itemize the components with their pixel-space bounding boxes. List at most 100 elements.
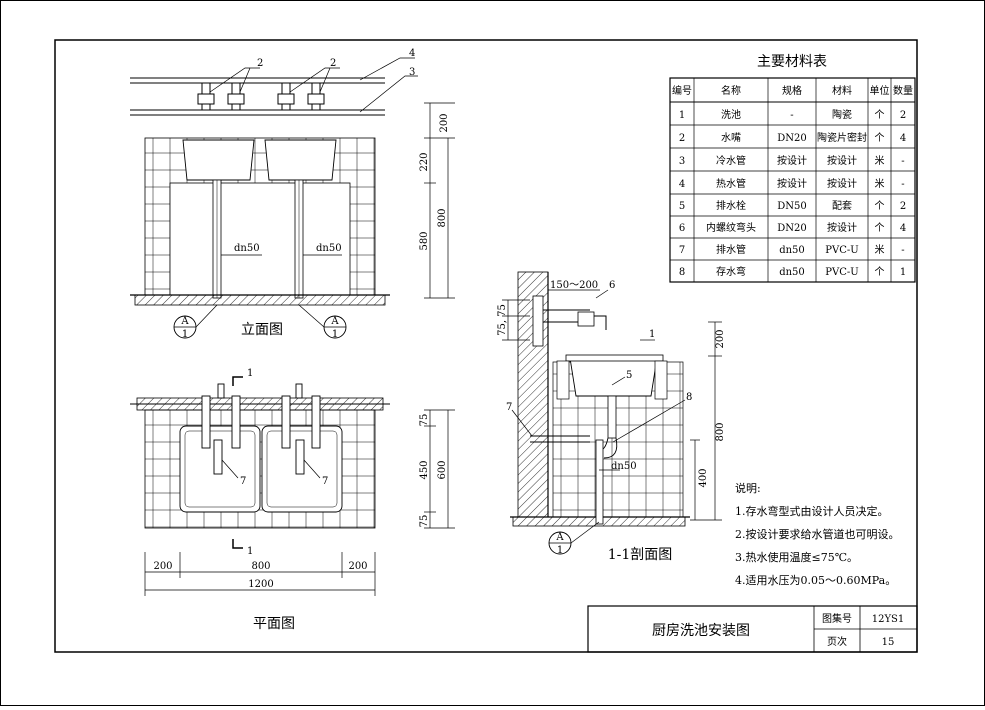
table-cell: - xyxy=(790,110,793,121)
dim-75-75: 75, 75 xyxy=(497,304,508,336)
table-cell: 3 xyxy=(679,156,685,167)
note-2: 2.按设计要求给水管道也可明设。 xyxy=(735,527,900,541)
ref-a-left: A xyxy=(180,316,189,327)
callout-2a: 2 xyxy=(257,58,263,69)
table-cell: 按设计 xyxy=(827,154,857,167)
table-cell: 陶瓷 xyxy=(832,108,852,121)
label-section: 1-1剖面图 xyxy=(608,547,673,563)
drawing-title: 厨房洗池安装图 xyxy=(652,623,750,639)
table-cell: 内螺纹弯头 xyxy=(706,221,756,234)
note-3: 3.热水使用温度≤75℃。 xyxy=(735,550,858,564)
table-cell: DN20 xyxy=(777,133,807,144)
table-cell: 8 xyxy=(679,267,685,278)
table-header-cell: 数量 xyxy=(893,84,913,97)
table-cell: 个 xyxy=(875,200,885,212)
table-cell: 按设计 xyxy=(777,177,807,190)
table-cell: 米 xyxy=(875,177,885,190)
page-value: 15 xyxy=(882,637,895,648)
table-cell: 4 xyxy=(900,133,906,144)
table-cell: 按设计 xyxy=(777,154,807,167)
table-cell: 7 xyxy=(679,245,685,256)
ref-a-section: A xyxy=(555,532,564,543)
table-cell: 个 xyxy=(875,222,885,234)
table-cell: 洗池 xyxy=(721,108,741,121)
callout-5: 5 xyxy=(626,370,632,381)
label-dn50-section: dn50 xyxy=(611,461,637,472)
table-cell: 热水管 xyxy=(716,177,746,190)
table-cell: 6 xyxy=(679,223,685,234)
dim-plan-450: 450 xyxy=(419,460,430,479)
table-cell: 冷水管 xyxy=(716,154,746,167)
table-header-cell: 单位 xyxy=(870,84,890,97)
table-cell: DN50 xyxy=(777,201,807,212)
table-cell: PVC-U xyxy=(825,245,858,256)
dim-plan-75b: 75 xyxy=(419,515,430,528)
table-cell: 水嘴 xyxy=(721,132,741,144)
table-cell: 4 xyxy=(900,223,906,234)
table-cell: 2 xyxy=(900,201,906,212)
ref-1-right: 1 xyxy=(332,329,338,340)
table-cell: 按设计 xyxy=(827,177,857,190)
dim-elev-800: 800 xyxy=(437,208,448,227)
table-cell: 5 xyxy=(679,201,685,212)
elevation-view xyxy=(130,57,455,339)
dim-plan-600: 600 xyxy=(437,460,448,479)
plan-view xyxy=(130,376,455,596)
drawing-frame xyxy=(54,39,918,653)
table-cell: - xyxy=(901,156,904,167)
callout-7-plan-b: 7 xyxy=(322,476,328,487)
table-cell: 1 xyxy=(900,267,906,278)
callout-2b: 2 xyxy=(330,58,336,69)
callout-6: 6 xyxy=(609,280,615,291)
label-elevation: 立面图 xyxy=(241,322,283,338)
dim-plan-200b: 200 xyxy=(348,561,367,572)
note-1: 1.存水弯型式由设计人员决定。 xyxy=(735,504,889,518)
section-mark-bottom: 1 xyxy=(247,546,253,557)
dim-elev-220: 220 xyxy=(419,152,430,171)
label-plan: 平面图 xyxy=(253,616,295,632)
ref-1-section: 1 xyxy=(557,545,563,556)
table-cell: 米 xyxy=(875,243,885,256)
dim-150-200: 150～200 xyxy=(550,280,598,291)
notes-heading: 说明: xyxy=(735,481,761,495)
table-cell: - xyxy=(901,179,904,190)
callout-4: 4 xyxy=(409,48,415,59)
atlas-label: 图集号 xyxy=(822,612,852,625)
table-cell: 排水管 xyxy=(716,243,746,256)
table-cell: 个 xyxy=(875,132,885,144)
table-cell: 2 xyxy=(900,110,906,121)
table-cell: 按设计 xyxy=(827,221,857,234)
dim-sec-200: 200 xyxy=(715,329,726,348)
dim-elev-580: 580 xyxy=(419,231,430,250)
label-dn50-left: dn50 xyxy=(234,243,260,254)
atlas-value: 12YS1 xyxy=(872,614,905,625)
table-cell: - xyxy=(901,245,904,256)
table-cell: DN20 xyxy=(777,223,807,234)
table-cell: 排水栓 xyxy=(716,199,746,212)
table-cell: PVC-U xyxy=(825,267,858,278)
ref-1-left: 1 xyxy=(182,329,188,340)
note-4: 4.适用水压为0.05～0.60MPa。 xyxy=(735,574,896,587)
table-cell: 存水弯 xyxy=(716,265,746,278)
table-cell: 1 xyxy=(679,110,685,121)
dim-sec-400: 400 xyxy=(698,468,709,487)
dim-plan-1200: 1200 xyxy=(248,579,273,590)
table-header-cell: 编号 xyxy=(672,84,692,97)
callout-3: 3 xyxy=(409,67,415,78)
callout-7-section: 7 xyxy=(506,402,512,413)
title-block xyxy=(587,605,918,653)
table-cell: 配套 xyxy=(832,199,852,212)
section-view xyxy=(502,271,722,555)
callout-7-plan-a: 7 xyxy=(240,476,246,487)
dim-plan-75a: 75 xyxy=(419,414,430,427)
dim-sec-800: 800 xyxy=(715,422,726,441)
callout-1: 1 xyxy=(649,329,655,340)
table-cell: dn50 xyxy=(779,245,805,256)
section-mark-top: 1 xyxy=(247,368,253,379)
material-table xyxy=(669,77,916,283)
table-cell: 2 xyxy=(679,133,685,144)
table-title: 主要材料表 xyxy=(757,54,827,70)
table-cell: 陶瓷片密封 xyxy=(817,131,867,144)
